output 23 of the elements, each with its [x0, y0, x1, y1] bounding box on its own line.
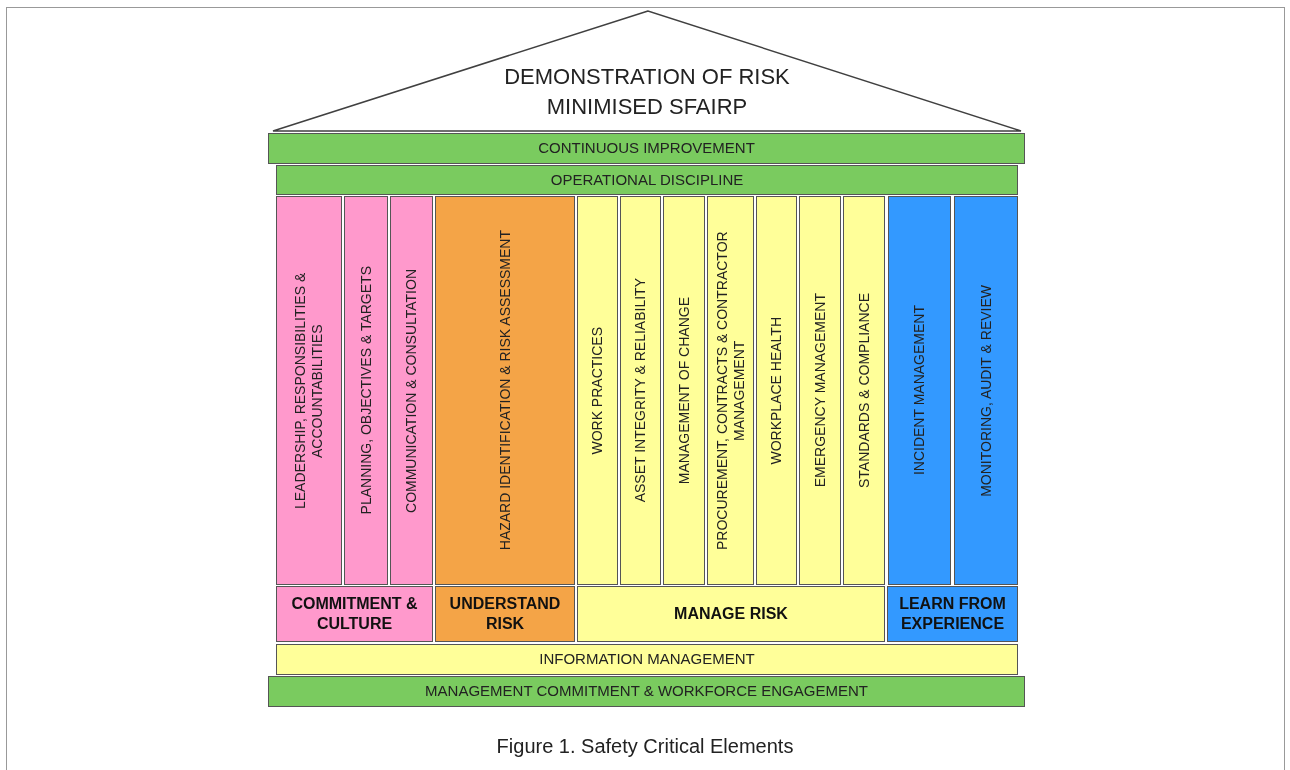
- band-bar: INFORMATION MANAGEMENT: [276, 644, 1018, 675]
- pillar-column: HAZARD IDENTIFICATION & RISK ASSESSMENT: [435, 196, 575, 585]
- band-bar: OPERATIONAL DISCIPLINE: [276, 165, 1018, 195]
- figure-caption: Figure 1. Safety Critical Elements: [496, 734, 794, 759]
- pillar-column: LEADERSHIP, RESPONSIBILITIES & ACCOUNTABILITIES: [276, 196, 342, 585]
- pillar-column: STANDARDS & COMPLIANCE: [843, 196, 885, 585]
- category-box: COMMITMENT & CULTURE: [276, 586, 433, 642]
- pillar-column: EMERGENCY MANAGEMENT: [799, 196, 841, 585]
- pillar-column: WORK PRACTICES: [577, 196, 618, 585]
- pillar-column: MONITORING, AUDIT & REVIEW: [954, 196, 1018, 585]
- pillar-column: PLANNING, OBJECTIVES & TARGETS: [344, 196, 388, 585]
- band-bar: CONTINUOUS IMPROVEMENT: [268, 133, 1025, 164]
- pillar-column: ASSET INTEGRITY & RELIABILITY: [620, 196, 661, 585]
- pillar-column: COMMUNICATION & CONSULTATION: [390, 196, 433, 585]
- pillar-column: MANAGEMENT OF CHANGE: [663, 196, 705, 585]
- band-bar: MANAGEMENT COMMITMENT & WORKFORCE ENGAGEMENT: [268, 676, 1025, 707]
- category-box: MANAGE RISK: [577, 586, 885, 642]
- pillar-column: WORKPLACE HEALTH: [756, 196, 797, 585]
- category-box: UNDERSTAND RISK: [435, 586, 575, 642]
- pillar-column: PROCUREMENT, CONTRACTS & CONTRACTOR MANAGEMENT: [707, 196, 754, 585]
- category-box: LEARN FROM EXPERIENCE: [887, 586, 1018, 642]
- pillar-column: INCIDENT MANAGEMENT: [888, 196, 951, 585]
- roof-heading: DEMONSTRATION OF RISK MINIMISED SFAIRP: [503, 63, 791, 121]
